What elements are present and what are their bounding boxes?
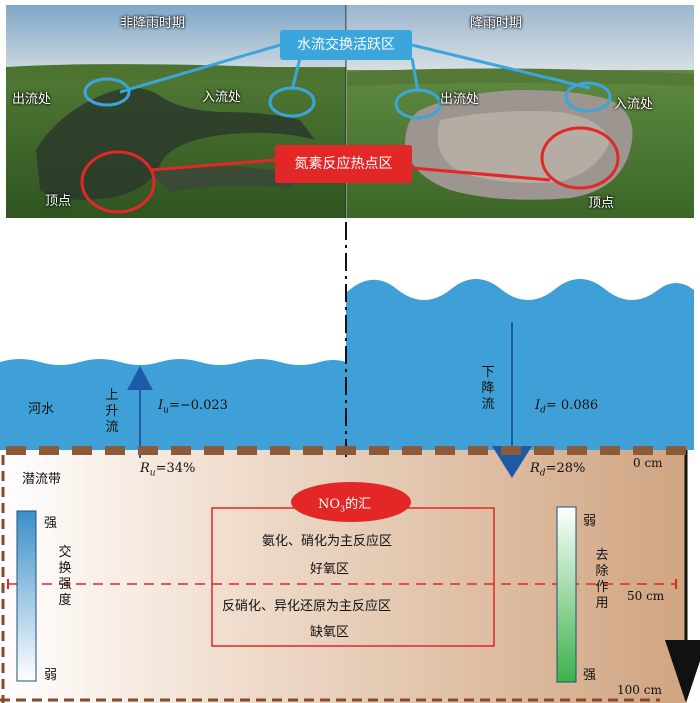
aerobic-reaction-label: 氨化、硝化为主反应区: [262, 534, 393, 549]
vertex-right-label: 顶点: [588, 196, 615, 211]
outflow-right-marker: [394, 88, 442, 120]
no3-sink-label: NO3的汇: [318, 497, 372, 514]
depth-0-label: 0 cm: [633, 456, 663, 470]
exchange-intensity-bar: [16, 510, 37, 682]
outflow-left-label: 出流处: [12, 92, 52, 107]
riverbed-block: [402, 446, 422, 455]
riverbed-block: [204, 446, 224, 455]
anoxic-reaction-label: 反硝化、异化还原为主反应区: [222, 599, 392, 614]
anoxic-zone-label: 缺氧区: [310, 625, 350, 640]
inflow-right-marker: [564, 81, 612, 113]
riverbed-block: [369, 446, 389, 455]
exchange-strong-label: 强: [44, 516, 58, 531]
depth-100-label: 100 cm: [617, 683, 662, 697]
riverbed-block: [303, 446, 323, 455]
aerobic-zone-label: 好氧区: [310, 562, 350, 577]
vertex-left-label: 顶点: [45, 194, 72, 209]
iu-index: Iu=−0.023: [158, 398, 228, 416]
exchange-callout-lines: [119, 43, 591, 94]
riverbed-block: [171, 446, 191, 455]
riverbed-block: [435, 446, 455, 455]
outflow-left-marker: [83, 77, 131, 107]
hyporheic-label: 潜流带: [22, 472, 62, 487]
id-index: Id= 0.086: [535, 398, 599, 416]
exchange-weak-label: 弱: [44, 668, 58, 683]
ru-removal: Ru=34%: [140, 461, 196, 479]
non-rain-title: 非降雨时期: [120, 16, 186, 31]
hotspot-right-marker: [540, 126, 620, 190]
riverbed-block: [501, 446, 521, 455]
riverbed-block: [567, 446, 587, 455]
upwelling-label: 上升流: [105, 388, 119, 435]
removal-bar: [556, 506, 577, 683]
hotspot-box: [275, 145, 412, 183]
depth-axis-arrowhead: [665, 640, 700, 703]
exchange-intensity-label: 交换强度: [58, 545, 72, 608]
upwelling-arrow-head: [127, 366, 153, 390]
riverbed-block: [138, 446, 158, 455]
hotspot-left-marker: [80, 150, 156, 214]
removal-label: 去除作用: [595, 548, 609, 611]
river-water-high: [346, 279, 694, 450]
inflow-right-label: 入流处: [614, 97, 654, 112]
riverbed-block: [600, 446, 620, 455]
depth-50-label: 50 cm: [627, 589, 665, 603]
removal-weak-label: 弱: [583, 514, 597, 529]
rd-removal: Rd=28%: [530, 461, 586, 479]
river-water-low: [0, 359, 346, 450]
riverbed-block: [633, 446, 653, 455]
inflow-left-marker: [268, 86, 316, 118]
riverbed-block: [666, 446, 686, 455]
riverbed-block: [534, 446, 554, 455]
downwelling-label: 下降流: [481, 365, 495, 412]
photo-rain: [347, 5, 694, 218]
rain-title: 降雨时期: [470, 16, 523, 31]
outflow-right-label: 出流处: [440, 92, 480, 107]
exchange-zone-box: [280, 30, 412, 60]
river-water-label: 河水: [28, 402, 55, 417]
exchange-zone-label: 水流交换活跃区: [297, 37, 395, 53]
inflow-left-label: 入流处: [202, 90, 242, 105]
hotspot-callout-lines: [149, 158, 551, 182]
riverbed-block: [39, 446, 59, 455]
riverbed-block: [105, 446, 125, 455]
riverbed-block: [72, 446, 92, 455]
riverbed-block: [468, 446, 488, 455]
riverbed-block: [270, 446, 290, 455]
riverbed-block: [237, 446, 257, 455]
no3-sink-badge: [291, 482, 411, 522]
hotspot-label: 氮素反应热点区: [294, 156, 393, 172]
riverbed-block: [336, 446, 356, 455]
riverbed-block: [6, 446, 26, 455]
removal-strong-label: 强: [583, 668, 597, 683]
